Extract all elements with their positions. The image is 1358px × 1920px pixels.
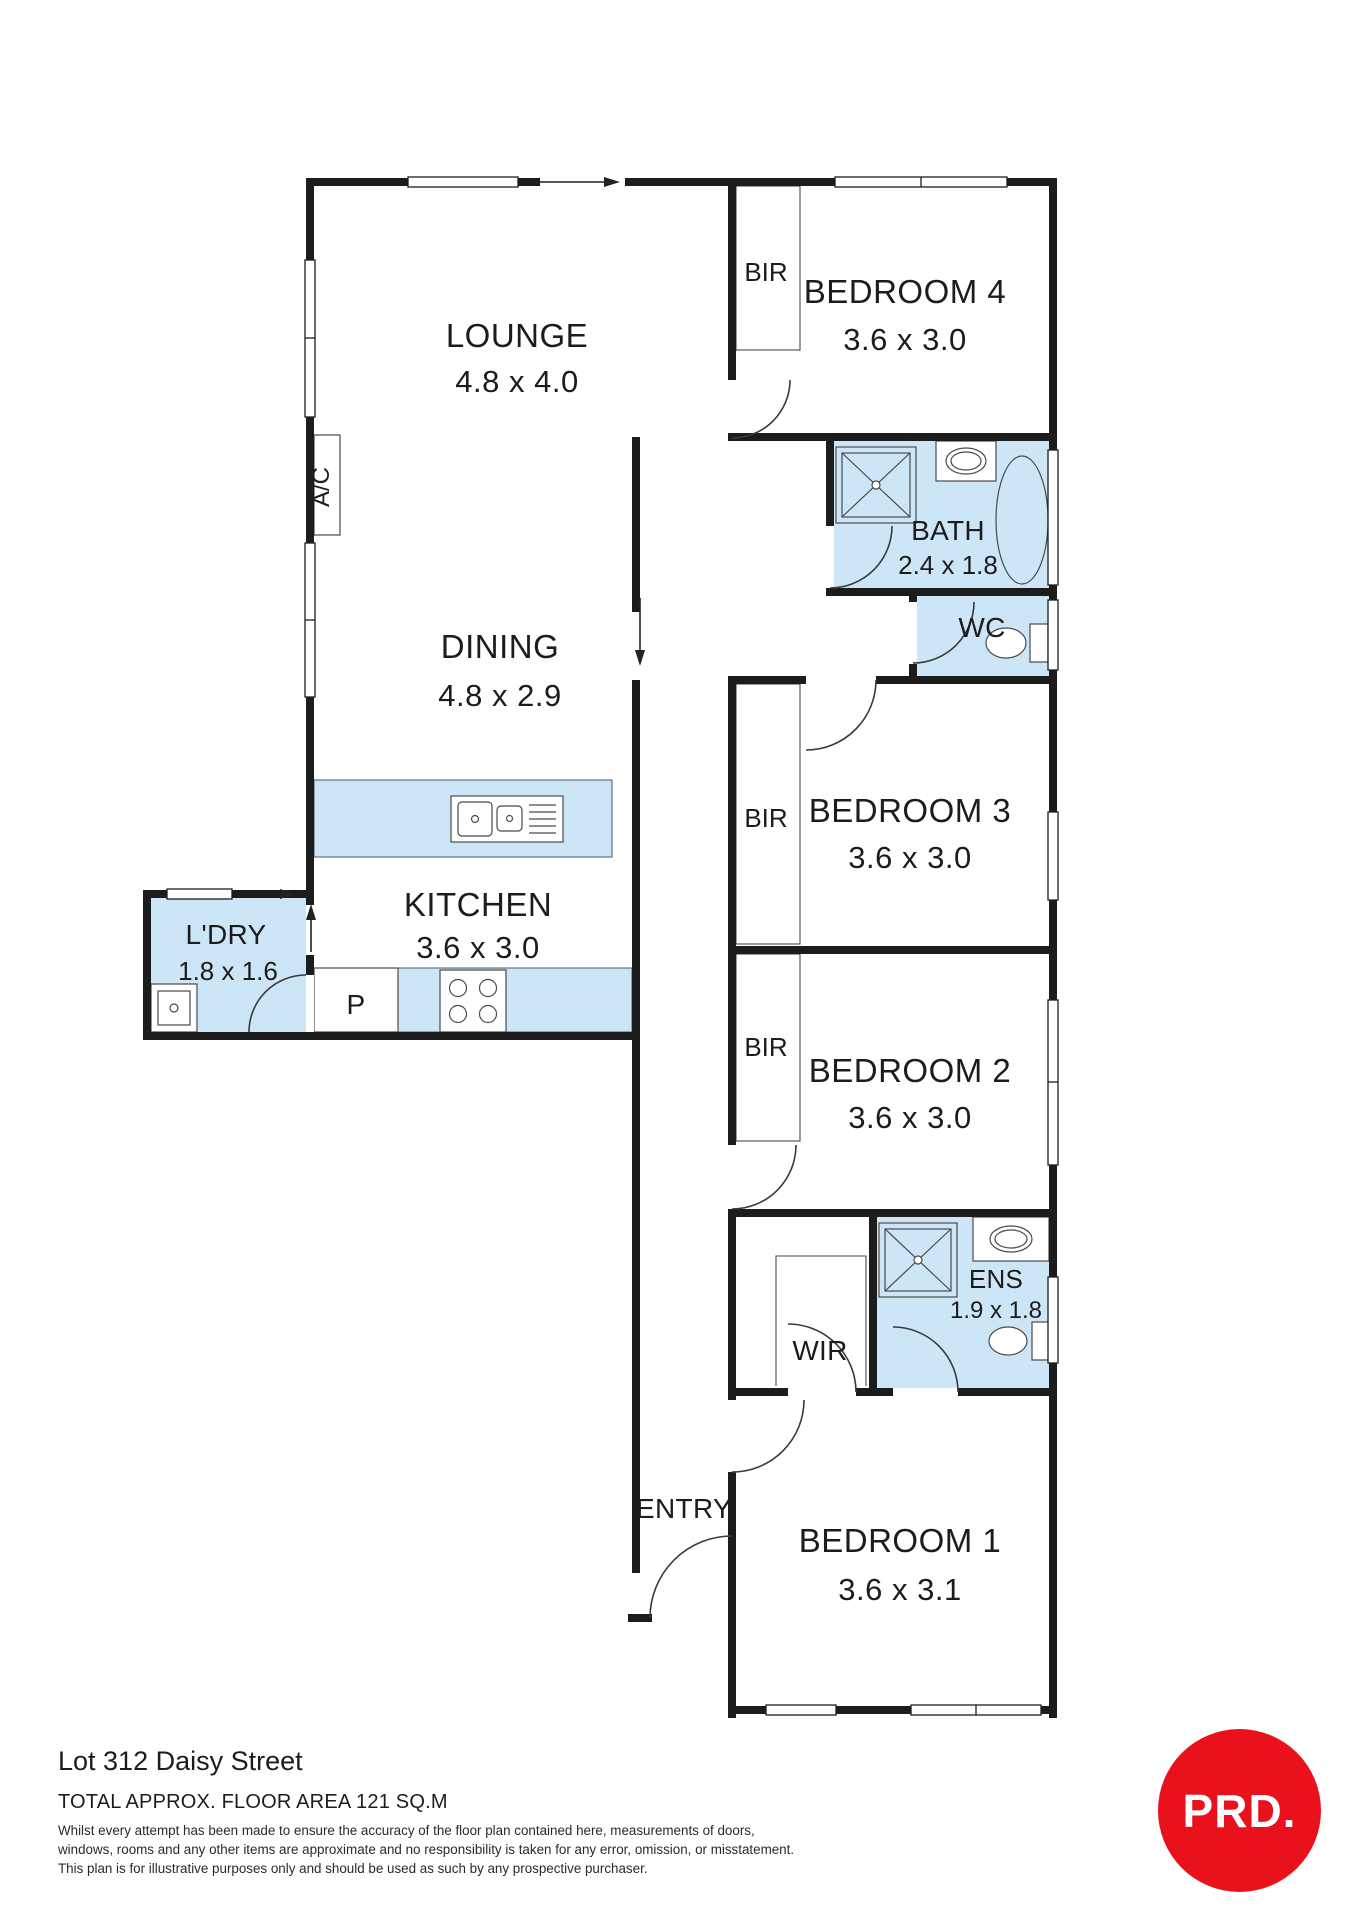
property-address: Lot 312 Daisy Street xyxy=(58,1746,303,1776)
floor-area-total: TOTAL APPROX. FLOOR AREA 121 SQ.M xyxy=(58,1791,448,1813)
prd-logo-text: PRD. xyxy=(1182,1784,1297,1837)
disclaimer: Whilst every attempt has been made to en… xyxy=(58,1821,958,1879)
kitchen-label: KITCHEN xyxy=(404,886,552,923)
bath-vanity xyxy=(935,440,997,482)
bedroom1-dims: 3.6 x 3.1 xyxy=(838,1572,961,1607)
bir-bedroom4-label: BIR xyxy=(744,257,787,287)
laundry-label: L'DRY xyxy=(185,919,266,950)
ensuite-vanity xyxy=(972,1216,1050,1262)
room-labels: LOUNGE 4.8 x 4.0 DINING 4.8 x 2.9 KITCHE… xyxy=(178,257,1042,1607)
bedroom2-dims: 3.6 x 3.0 xyxy=(848,1100,971,1135)
laundry-right-arrow-icon xyxy=(240,889,296,899)
bedroom1-window-right xyxy=(910,1704,1042,1716)
ensuite-label: ENS xyxy=(969,1264,1023,1294)
entry-label: ENTRY xyxy=(636,1493,732,1524)
ensuite-door xyxy=(892,1326,959,1393)
bedroom1-door xyxy=(731,1399,805,1473)
wc-door xyxy=(912,601,975,664)
disclaimer-line: windows, rooms and any other items are a… xyxy=(58,1842,795,1858)
sliding-door-arrow-icon xyxy=(520,177,620,187)
disclaimer-line: This plan is for illustrative purposes o… xyxy=(58,1861,648,1877)
disclaimer-line: Whilst every attempt has been made to en… xyxy=(58,1823,755,1838)
wir-label: WIR xyxy=(792,1335,847,1366)
kitchen-rear-bench xyxy=(397,967,633,1033)
kitchen-up-arrow-icon xyxy=(306,904,316,952)
dining-label: DINING xyxy=(441,628,560,665)
kitchen-dims: 3.6 x 3.0 xyxy=(416,930,539,965)
dining-west-window xyxy=(304,542,316,698)
bathtub xyxy=(995,455,1049,585)
ac-label: A/C xyxy=(308,467,335,507)
dining-dims: 4.8 x 2.9 xyxy=(438,678,561,713)
wir-shelving xyxy=(775,1255,867,1386)
prd-logo: PRD. xyxy=(1158,1729,1321,1892)
ensuite-dims: 1.9 x 1.8 xyxy=(950,1297,1042,1324)
lounge-west-window xyxy=(304,259,316,418)
bedroom3-label: BEDROOM 3 xyxy=(809,792,1012,829)
bedroom3-window xyxy=(1047,811,1059,901)
ensuite-shower xyxy=(878,1222,958,1298)
fixtures xyxy=(150,434,1050,1361)
bir-bedroom4-closet xyxy=(735,185,801,351)
bir-bedroom2-label: BIR xyxy=(744,1032,787,1062)
lounge-dims: 4.8 x 4.0 xyxy=(455,364,578,399)
bath-dims: 2.4 x 1.8 xyxy=(898,550,998,580)
bath-window xyxy=(1047,449,1059,586)
bedroom2-label: BEDROOM 2 xyxy=(809,1052,1012,1089)
bedroom2-window xyxy=(1047,999,1059,1166)
door-swings xyxy=(248,379,975,1619)
footer: Lot 312 Daisy Street TOTAL APPROX. FLOOR… xyxy=(58,1746,958,1879)
closets xyxy=(735,185,867,1386)
lounge-top-window xyxy=(407,176,519,188)
laundry-window xyxy=(166,888,233,900)
windows xyxy=(166,176,1059,1716)
bedroom3-dims: 3.6 x 3.0 xyxy=(848,840,971,875)
bedroom4-door xyxy=(731,379,791,439)
bedroom4-label: BEDROOM 4 xyxy=(804,273,1007,310)
wir-door xyxy=(787,1323,857,1393)
wc-floor xyxy=(913,596,1049,676)
kitchen-sink xyxy=(450,795,564,843)
bath-label: BATH xyxy=(911,515,985,546)
bedroom4-top-window xyxy=(834,176,1008,188)
pantry-label: P xyxy=(347,989,366,1020)
wc-window xyxy=(1047,599,1059,671)
bath-shower xyxy=(835,446,917,524)
laundry-tub xyxy=(150,983,198,1033)
laundry-dims: 1.8 x 1.6 xyxy=(178,956,278,986)
wc-label: WC xyxy=(958,612,1005,643)
direction-arrows xyxy=(240,177,645,952)
bedroom1-label: BEDROOM 1 xyxy=(799,1522,1002,1559)
bir-bedroom3-closet xyxy=(735,683,801,945)
ac-unit-box xyxy=(313,434,341,536)
bir-bedroom3-label: BIR xyxy=(744,803,787,833)
front-entry-door xyxy=(649,1535,733,1619)
bath-door xyxy=(829,525,893,589)
bedroom3-door xyxy=(805,679,877,751)
wc-toilet xyxy=(985,623,1049,663)
laundry-door xyxy=(248,974,307,1033)
cooktop xyxy=(439,969,507,1033)
ensuite-window xyxy=(1047,1276,1059,1364)
bedroom2-door xyxy=(731,1144,797,1210)
bedroom1-window-left xyxy=(765,1704,837,1716)
hallway-down-arrow-icon xyxy=(635,598,645,666)
pantry-cabinet xyxy=(313,967,399,1033)
lounge-label: LOUNGE xyxy=(446,317,588,354)
bedroom4-dims: 3.6 x 3.0 xyxy=(843,322,966,357)
